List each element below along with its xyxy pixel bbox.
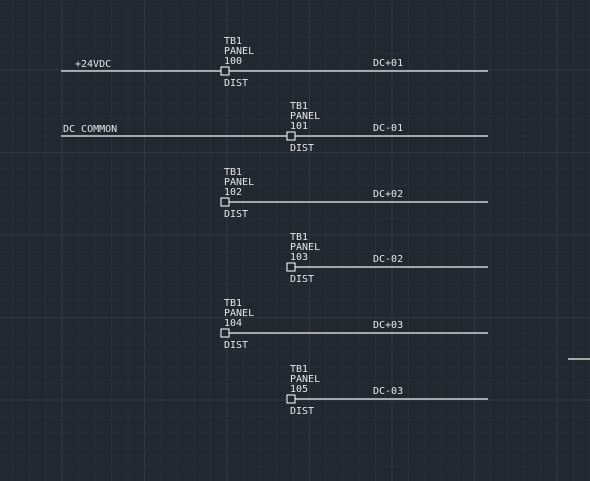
supply-common-label: DC COMMON xyxy=(63,124,117,135)
terminal-location-label: PANEL xyxy=(224,308,254,319)
terminal-number-label: 105 xyxy=(290,384,308,395)
terminal-location-label: PANEL xyxy=(290,374,320,385)
supply-positive-label: +24VDC xyxy=(75,59,111,70)
terminal-number-label: 102 xyxy=(224,187,242,198)
terminal-strip-label: TB1 xyxy=(224,167,242,178)
terminal-function-label: DIST xyxy=(290,143,314,154)
wire-number-label: DC+02 xyxy=(373,189,403,200)
terminal-rungs: TB1PANEL100DISTDC+01TB1PANEL101DISTDC-01… xyxy=(61,36,488,417)
wire-number-label: DC-03 xyxy=(373,386,403,397)
terminal-box[interactable] xyxy=(220,66,230,76)
terminal-function-label: DIST xyxy=(290,406,314,417)
wire-number-label: DC-01 xyxy=(373,123,403,134)
terminal-location-label: PANEL xyxy=(290,111,320,122)
terminal-location-label: PANEL xyxy=(290,242,320,253)
terminal-function-label: DIST xyxy=(290,274,314,285)
terminal-strip-label: TB1 xyxy=(290,232,308,243)
terminal-number-label: 104 xyxy=(224,318,242,329)
terminal-box[interactable] xyxy=(220,197,230,207)
terminal-strip-label: TB1 xyxy=(224,36,242,47)
wire-number-label: DC+03 xyxy=(373,320,403,331)
terminal-number-label: 100 xyxy=(224,56,242,67)
terminal-box[interactable] xyxy=(286,262,296,272)
terminal-location-label: PANEL xyxy=(224,177,254,188)
terminal-strip-label: TB1 xyxy=(224,298,242,309)
wire-number-label: DC-02 xyxy=(373,254,403,265)
terminal-function-label: DIST xyxy=(224,209,248,220)
terminal-box[interactable] xyxy=(286,394,296,404)
terminal-box[interactable] xyxy=(286,131,296,141)
terminal-strip-label: TB1 xyxy=(290,364,308,375)
terminal-number-label: 101 xyxy=(290,121,308,132)
terminal-number-label: 103 xyxy=(290,252,308,263)
terminal-function-label: DIST xyxy=(224,78,248,89)
terminal-location-label: PANEL xyxy=(224,46,254,57)
wire-number-label: DC+01 xyxy=(373,58,403,69)
terminal-function-label: DIST xyxy=(224,340,248,351)
terminal-box[interactable] xyxy=(220,328,230,338)
terminal-strip-label: TB1 xyxy=(290,101,308,112)
